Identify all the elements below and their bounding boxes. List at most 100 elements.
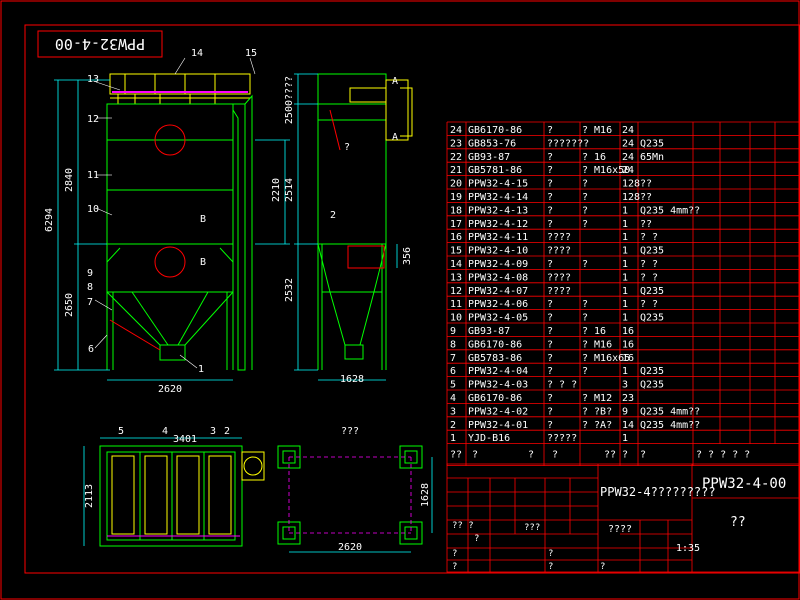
parts-cell-spec: ?: [582, 299, 588, 310]
section-b-top: B: [200, 214, 206, 225]
callout-2-side: 2: [330, 210, 336, 221]
parts-cell-no: 15: [450, 246, 462, 257]
parts-cell-name: ?: [547, 299, 553, 310]
drawing-name: PPW32-4?????????: [600, 485, 716, 499]
parts-cell-material: ? ?: [640, 259, 658, 270]
parts-cell-spec: ? ?A?: [582, 420, 612, 431]
parts-cell-name: ?: [547, 205, 553, 216]
parts-cell-qty: 16: [622, 353, 634, 364]
parts-cell-code: YJD-B16: [468, 433, 510, 444]
rotated-number-box: PPW32-4-00: [37, 30, 163, 58]
parts-cell-no: 24: [450, 125, 462, 136]
title-cell-3: ?? ?: [452, 521, 474, 531]
parts-header-cell: ? ? ? ? ?: [696, 450, 750, 461]
parts-cell-name: ?: [547, 179, 553, 190]
parts-cell-code: PPW32-4-01: [468, 420, 528, 431]
parts-cell-no: 13: [450, 272, 462, 283]
parts-cell-qty: 24: [622, 152, 634, 163]
callout-13: 13: [87, 74, 99, 85]
callout-2-plan: 2: [224, 426, 230, 437]
parts-cell-qty: 1: [622, 219, 628, 230]
parts-cell-name: ?: [547, 406, 553, 417]
parts-cell-spec: ?: [582, 259, 588, 270]
parts-cell-material: Q235: [640, 380, 664, 391]
drawing-number: PPW32-4-00: [702, 476, 786, 492]
title-cell-7: ?: [548, 562, 553, 572]
parts-cell-no: 10: [450, 313, 462, 324]
callout-7: 7: [87, 297, 93, 308]
title-block-text: PPW32-4????????? PPW32-4-00 ?? 1:35 ????…: [452, 476, 786, 572]
foundation-view: [277, 445, 433, 553]
callout-12: 12: [87, 114, 99, 125]
parts-cell-code: GB6170-86: [468, 339, 522, 350]
dim-2500: 2500????: [284, 76, 295, 124]
parts-cell-spec: ? M16x50: [582, 165, 630, 176]
callout-4-plan: 4: [162, 426, 168, 437]
parts-cell-qty: 16: [622, 339, 634, 350]
parts-cell-qty: 14: [622, 420, 634, 431]
dim-3401: 3401: [173, 434, 197, 445]
front-callouts: 14 15 13 12 11 10 9 8 7 6 1 B B: [87, 48, 257, 375]
parts-cell-material: ??: [640, 179, 652, 190]
parts-cell-no: 14: [450, 259, 462, 270]
parts-cell-name: ????: [547, 272, 571, 283]
parts-header-cell: ?: [622, 450, 628, 461]
callout-3-plan: 3: [210, 426, 216, 437]
dim-356: 356: [402, 247, 413, 265]
dim-2113: 2113: [84, 484, 95, 508]
parts-cell-qty: 1: [622, 259, 628, 270]
parts-cell-name: ?: [547, 313, 553, 324]
parts-cell-no: 23: [450, 138, 462, 149]
parts-cell-spec: ?: [582, 179, 588, 190]
title-cell-1: ????: [608, 524, 632, 535]
parts-cell-code: GB5783-86: [468, 353, 522, 364]
parts-cell-name: ? ? ?: [547, 380, 577, 391]
parts-cell-spec: ?: [582, 205, 588, 216]
parts-cell-no: 8: [450, 339, 456, 350]
parts-cell-material: 65Mn: [640, 152, 664, 163]
dim-1628-side: 1628: [340, 374, 364, 385]
parts-cell-name: ?: [547, 259, 553, 270]
parts-cell-code: GB6170-86: [468, 125, 522, 136]
parts-cell-spec: ?: [582, 219, 588, 230]
side-view: [294, 73, 413, 381]
plan-dimension-labels: 3401 2113 5 4 3 2: [84, 426, 230, 508]
parts-cell-qty: 3: [622, 380, 628, 391]
parts-cell-spec: ? M12: [582, 393, 612, 404]
parts-cell-qty: 1: [622, 246, 628, 257]
parts-cell-name: ?: [547, 339, 553, 350]
parts-cell-no: 12: [450, 286, 462, 297]
parts-header-cell: ?: [472, 450, 478, 461]
parts-cell-no: 11: [450, 299, 462, 310]
rotated-drawing-number: PPW32-4-00: [55, 35, 145, 53]
parts-cell-name: ?: [547, 152, 553, 163]
dim-2210: 2210: [271, 178, 282, 202]
callout-15: 15: [245, 48, 257, 59]
parts-cell-no: 18: [450, 205, 462, 216]
parts-cell-code: PPW32-4-05: [468, 313, 528, 324]
callout-1: 1: [198, 364, 204, 375]
parts-cell-spec: ?: [582, 313, 588, 324]
parts-cell-qty: 128: [622, 179, 640, 190]
parts-cell-name: ?: [547, 219, 553, 230]
parts-cell-code: PPW32-4-03: [468, 380, 528, 391]
title-cell-4: ?: [452, 549, 457, 559]
parts-cell-material: Q235: [640, 313, 664, 324]
plan-view: [83, 437, 265, 547]
parts-cell-material: ??: [640, 219, 652, 230]
parts-cell-material: ? ?: [640, 232, 658, 243]
callout-11: 11: [87, 170, 99, 181]
parts-cell-qty: 1: [622, 313, 628, 324]
